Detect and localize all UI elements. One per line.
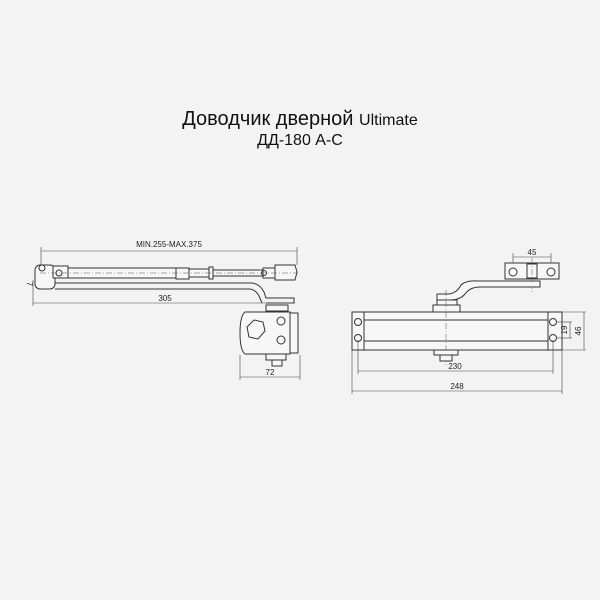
side-view-arm: MIN.255-MAX.375 305 7 72 — [25, 240, 301, 380]
dim-hole-spacing: 230 — [448, 362, 462, 371]
dim-total-length: 305 — [158, 294, 172, 303]
dim-hole-vertical: 19 — [560, 325, 569, 334]
front-view-closer: 45 230 248 19 46 — [351, 248, 586, 394]
title-model-name: Ultimate — [359, 112, 418, 129]
dim-arm-length: MIN.255-MAX.375 — [136, 240, 202, 249]
product-title: Доводчик дверной Ultimate — [0, 108, 600, 131]
dim-body-length: 248 — [450, 382, 464, 391]
title-main: Доводчик дверной — [182, 108, 354, 130]
dim-pinion-width: 72 — [266, 368, 275, 377]
dim-thickness: 7 — [25, 282, 34, 287]
product-model-code: ДД-180 А-С — [257, 132, 343, 149]
dim-body-height: 46 — [574, 326, 583, 335]
dim-bracket-holes: 45 — [528, 248, 537, 257]
